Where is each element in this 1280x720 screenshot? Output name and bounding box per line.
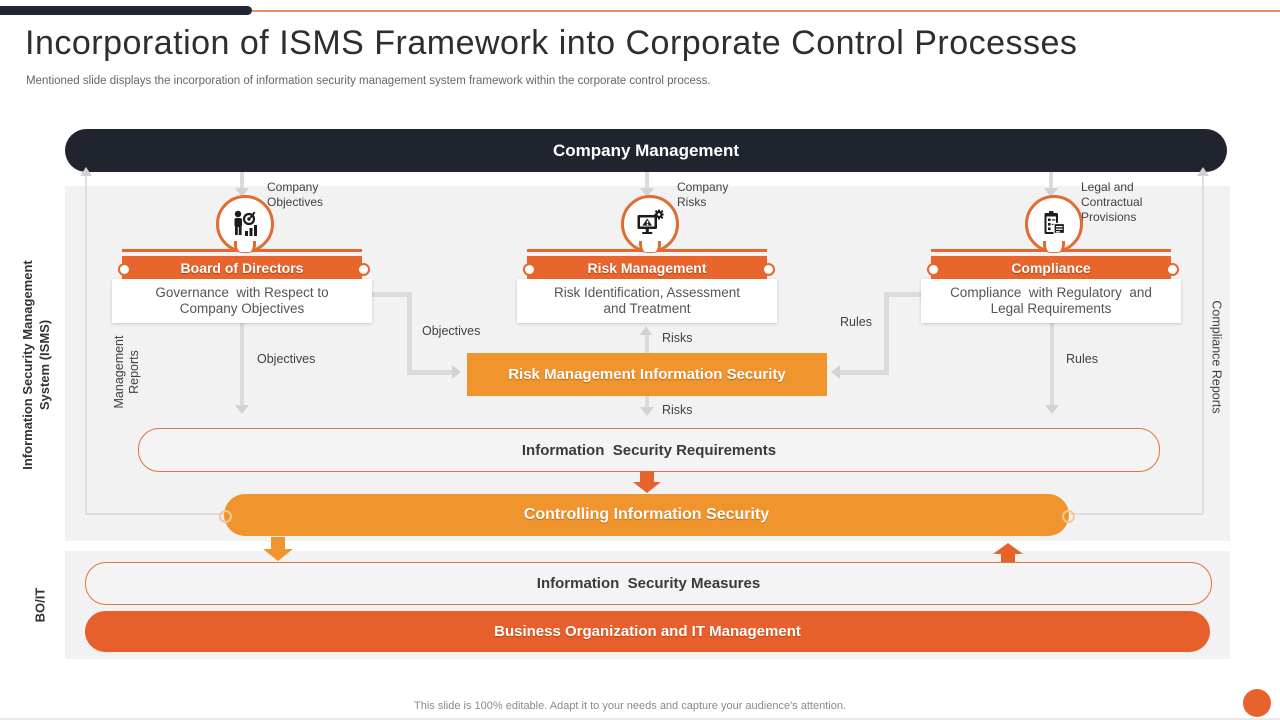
rules-arrow-left-icon [831, 365, 840, 379]
connector-stub-arrow-icon [640, 188, 654, 197]
edge-ring-icon [1166, 263, 1179, 276]
page-subtitle: Mentioned slide displays the incorporati… [26, 75, 711, 87]
top-accent-bar [0, 6, 252, 15]
risks-arrow-down-icon [640, 407, 654, 416]
down-arrow-light-icon [263, 549, 293, 561]
icon-bubble [216, 195, 274, 253]
connector-stub [1049, 172, 1053, 189]
board-elbow-h1 [371, 292, 412, 297]
compliance-reports-arrow-up-icon [1197, 167, 1209, 176]
risk-management-header: Risk Management [527, 256, 767, 279]
edge-ring-icon [762, 263, 775, 276]
connector-stub [240, 172, 244, 189]
icon-bubble-tail [234, 241, 256, 252]
isms-axis-label: Information Security Management System (… [20, 260, 52, 470]
compliance-elbow-h2 [840, 370, 889, 375]
pill-edge-ring-icon [1062, 510, 1075, 523]
management-reports-arrow-up-icon [80, 167, 92, 176]
management-reports-label: Management Reports [112, 335, 141, 409]
objectives-connector [240, 323, 244, 407]
icon-bubble-tail [639, 241, 661, 252]
information-security-requirements-label: Information Security Requirements [521, 441, 777, 459]
risks-up-label: Risks [662, 331, 693, 345]
compliance-header: Compliance [931, 256, 1171, 279]
management-reports-line-horizontal [85, 513, 224, 515]
risks-arrow-up-icon [640, 326, 652, 335]
company-management-bar: Company Management [65, 129, 1227, 172]
risk-management-label: Risk Management [587, 259, 707, 276]
controlling-information-security-pill: Controlling Information Security [224, 494, 1069, 536]
bottom-edge-line [0, 718, 1280, 720]
rules-vertical-label: Rules [1066, 352, 1098, 366]
down-arrow-icon [633, 482, 661, 493]
board-description: Governance with Respect to Company Objec… [112, 279, 372, 323]
edge-ring-icon [118, 263, 131, 276]
compliance-elbow-v [884, 292, 889, 375]
management-reports-line [85, 176, 87, 514]
board-elbow-h2 [407, 370, 454, 375]
legal-contractual-provisions-label: Legal and Contractual Provisions [1081, 180, 1143, 224]
compliance-reports-label: Compliance Reports [1209, 300, 1224, 414]
rules-connector [1050, 323, 1054, 407]
board-elbow-v [407, 292, 412, 375]
page-title: Incorporation of ISMS Framework into Cor… [25, 24, 1078, 62]
company-management-label: Company Management [552, 140, 740, 160]
risks-up-connector [645, 333, 649, 353]
edge-ring-icon [357, 263, 370, 276]
information-security-measures-box: Information Security Measures [85, 562, 1212, 605]
risk-management-information-security-label: Risk Management Information Security [508, 366, 786, 383]
icon-bubble-tail [1043, 241, 1065, 252]
objectives-vertical-label: Objectives [257, 352, 316, 366]
compliance-elbow-h1 [884, 292, 926, 297]
up-arrow-icon [993, 543, 1023, 554]
business-organization-pill: Business Organization and IT Management [85, 611, 1210, 652]
rules-arrow-down-icon [1045, 405, 1059, 414]
risks-down-connector [645, 396, 649, 409]
up-arrow-shaft [1001, 553, 1015, 564]
information-security-measures-label: Information Security Measures [536, 575, 761, 592]
connector-stub [645, 172, 649, 189]
board-of-directors-label: Board of Directors [180, 259, 304, 276]
compliance-label: Compliance [1011, 259, 1091, 276]
objectives-horizontal-label: Objectives [422, 324, 481, 338]
monitor-alert-gear-icon [637, 209, 664, 234]
objectives-arrow-down-icon [235, 405, 249, 414]
risk-management-information-security-box: Risk Management Information Security [467, 353, 827, 396]
top-accent-line [0, 10, 1280, 12]
business-organization-label: Business Organization and IT Management [494, 623, 801, 640]
connector-stub-arrow-icon [235, 188, 249, 197]
company-risks-label: Company Risks [677, 180, 729, 209]
risks-down-label: Risks [662, 403, 693, 417]
clipboard-documents-icon [1044, 211, 1066, 235]
objectives-arrow-right-icon [452, 365, 461, 379]
corner-accent-dot [1243, 689, 1271, 717]
compliance-reports-line [1202, 176, 1204, 514]
person-target-chart-icon [234, 210, 257, 236]
edge-ring-icon [927, 263, 940, 276]
down-arrow-shaft [271, 537, 285, 550]
information-security-requirements-box: Information Security Requirements [138, 428, 1160, 472]
footer-note: This slide is 100% editable. Adapt it to… [414, 700, 846, 712]
pill-edge-ring-icon [219, 510, 232, 523]
edge-ring-icon [523, 263, 536, 276]
board-of-directors-header: Board of Directors [122, 256, 362, 279]
risk-management-description: Risk Identification, Assessment and Trea… [517, 279, 777, 323]
compliance-reports-line-horizontal [1070, 513, 1203, 515]
down-arrow-shaft [640, 471, 654, 483]
controlling-information-security-label: Controlling Information Security [523, 506, 770, 523]
company-objectives-label: Company Objectives [267, 180, 324, 209]
boit-axis-label: BO/IT [32, 587, 48, 623]
compliance-description: Compliance with Regulatory and Legal Req… [921, 279, 1181, 323]
rules-horizontal-label: Rules [840, 315, 872, 329]
connector-stub-arrow-icon [1044, 188, 1058, 197]
